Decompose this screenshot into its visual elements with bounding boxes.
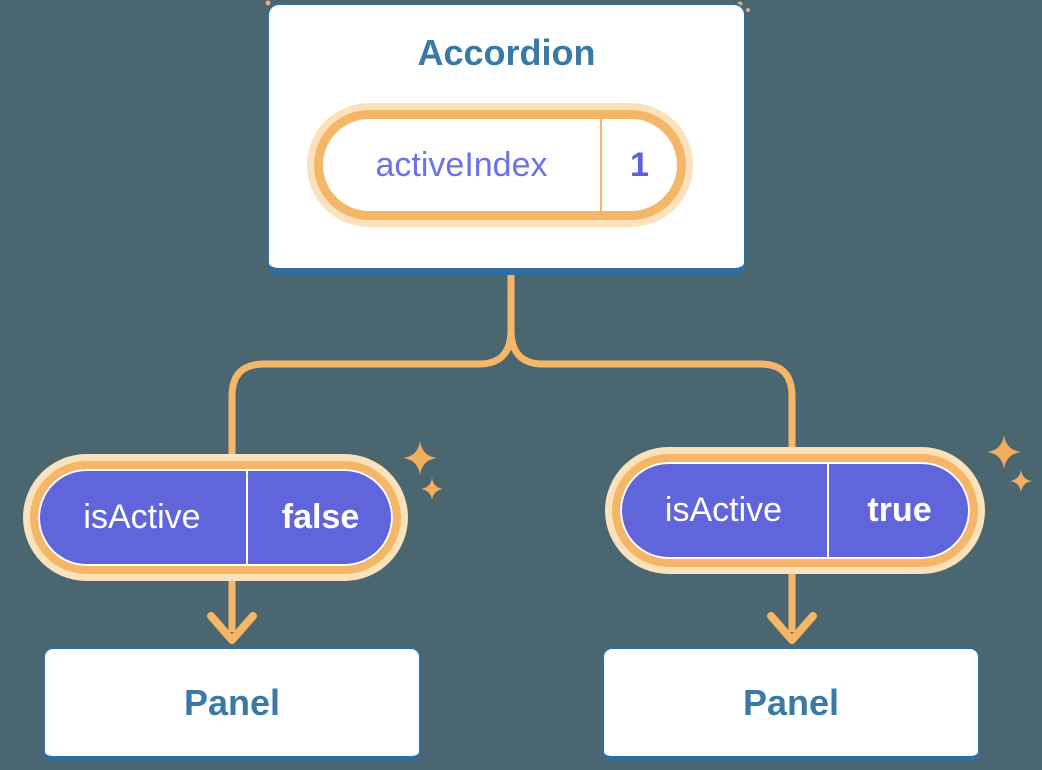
sparkles-icon-right-pill xyxy=(987,435,1032,492)
panel-card-right: Panel xyxy=(602,647,980,762)
prop-pill-name: isActive xyxy=(664,491,783,529)
panel-title: Panel xyxy=(742,681,840,723)
arrow-down-icon-right xyxy=(767,612,817,644)
prop-pill-isactive-left: isActive false xyxy=(30,461,401,574)
prop-pill-value: true xyxy=(867,491,932,529)
connector-branch-left xyxy=(228,329,515,470)
accordion-card: Accordion activeIndex 1 xyxy=(267,3,746,275)
arrow-down-icon-left xyxy=(207,612,257,644)
state-pill-name: activeIndex xyxy=(375,145,548,184)
accordion-title: Accordion xyxy=(417,32,596,73)
prop-pill-isactive-right: isActive true xyxy=(612,454,978,567)
prop-pill-divider xyxy=(827,462,829,559)
connector-branch-right xyxy=(507,329,796,466)
state-pill-value: 1 xyxy=(630,145,649,184)
prop-pill-name: isActive xyxy=(83,498,201,536)
panel-card-left: Panel xyxy=(43,647,421,762)
prop-pill-divider xyxy=(246,469,248,566)
prop-pill-value: false xyxy=(281,498,360,536)
state-pill-activeindex: activeIndex 1 xyxy=(314,110,686,220)
state-pill-divider xyxy=(600,119,602,211)
sparkles-icon-left-pill xyxy=(403,441,443,500)
panel-title: Panel xyxy=(183,681,281,723)
